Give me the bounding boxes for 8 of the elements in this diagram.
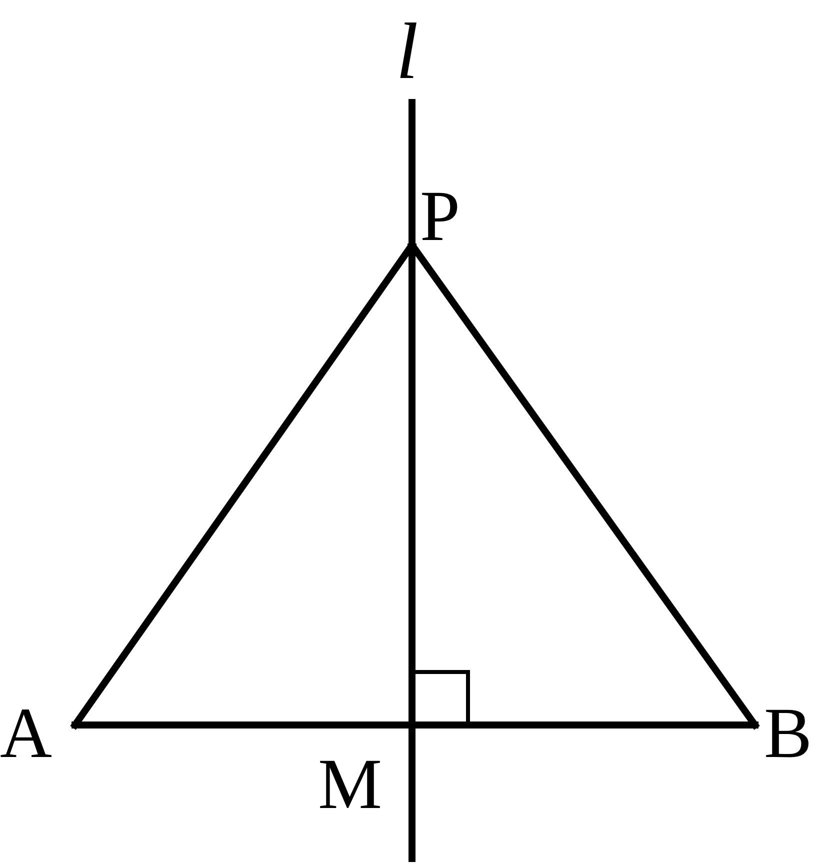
point-label: M	[318, 748, 382, 820]
line-segment	[408, 242, 758, 728]
line-segment	[72, 722, 758, 728]
line-segment	[72, 242, 416, 728]
point-label: A	[0, 697, 52, 769]
point-label: B	[764, 697, 812, 769]
line-label: l	[396, 12, 418, 92]
point-label: P	[420, 180, 460, 252]
